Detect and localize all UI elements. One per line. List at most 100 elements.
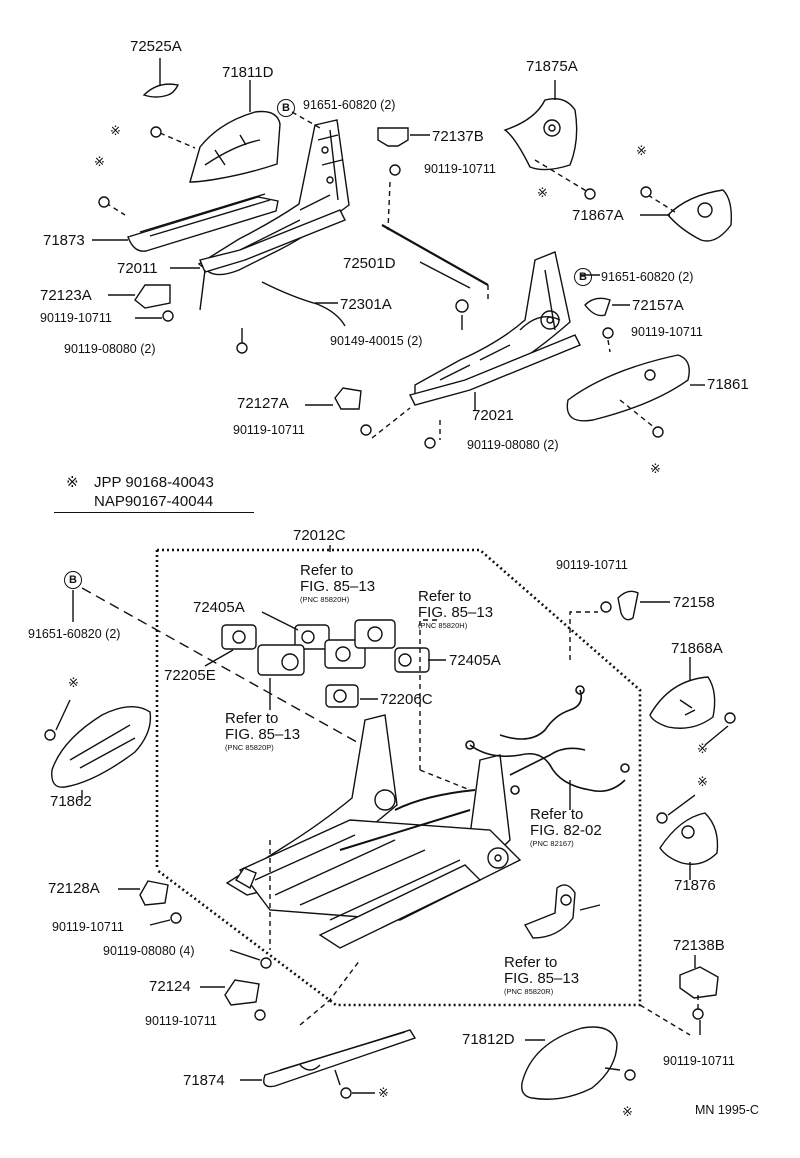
note-symbol: ※ (66, 474, 79, 491)
label-90119-10711-d: 90119-10711 (233, 423, 305, 437)
label-72158: 72158 (673, 594, 715, 611)
star-marker-5: ※ (650, 461, 661, 476)
refer-2-line1: Refer to (418, 588, 472, 605)
part-72158-shape (617, 590, 639, 621)
part-72501D-rod (381, 224, 489, 286)
part-71868A-shape (649, 676, 716, 729)
label-72128A: 72128A (48, 880, 100, 897)
label-91651-60820-right: 91651-60820 (2) (601, 270, 694, 284)
badge-b-right: B (574, 268, 592, 286)
label-72157A: 72157A (632, 297, 684, 314)
label-72127A: 72127A (237, 395, 289, 412)
refer-1-line1: Refer to (300, 562, 354, 579)
star-marker-3: ※ (537, 185, 548, 200)
label-90119-10711-a: 90119-10711 (424, 162, 496, 176)
part-71862-shape (51, 706, 152, 788)
star-marker-7: ※ (697, 741, 708, 756)
badge-b-left: B (64, 571, 82, 589)
label-90119-10711-h: 90119-10711 (663, 1054, 735, 1068)
label-90119-10711-f: 90119-10711 (52, 920, 124, 934)
label-90119-10711-b: 90119-10711 (40, 311, 112, 325)
note-line-nap: NAP90167-40044 (94, 493, 214, 510)
footer-code: MN 1995-C (695, 1103, 759, 1117)
motor-refer-2 (354, 619, 396, 649)
label-72525A: 72525A (130, 38, 182, 55)
label-90149-40015: 90149-40015 (2) (330, 334, 423, 348)
part-71874-shape (263, 1029, 417, 1088)
label-90119-08080-right: 90119-08080 (2) (467, 438, 559, 452)
refer-5-pnc: (PNC 85820R) (504, 987, 554, 996)
part-71812D-shape (521, 1026, 618, 1100)
label-72501D: 72501D (343, 255, 396, 272)
motor-refer-3 (257, 644, 305, 676)
label-71811D: 71811D (222, 64, 274, 81)
label-72011: 72011 (117, 260, 158, 277)
label-71862: 71862 (50, 793, 92, 810)
motor-refer-1 (324, 639, 366, 669)
refer-block-3: Refer to FIG. 85–13 (PNC 85820P) (225, 710, 300, 753)
refer-block-4: Refer to FIG. 82-02 (PNC 82167) (530, 806, 602, 849)
label-90119-10711-c: 90119-10711 (631, 325, 703, 339)
label-71861: 71861 (707, 376, 749, 393)
star-marker-4: ※ (636, 143, 647, 158)
label-72405A-left: 72405A (193, 599, 245, 616)
label-71867A: 71867A (572, 207, 624, 224)
assembly-72012C-boundary (155, 548, 642, 1007)
label-72138B: 72138B (673, 937, 725, 954)
label-90119-08080-4: 90119-08080 (4) (103, 944, 195, 958)
label-71868A: 71868A (671, 640, 723, 657)
motor-72405A-left (294, 624, 330, 650)
star-marker-1: ※ (110, 123, 121, 138)
label-71876: 71876 (674, 877, 716, 894)
label-90119-08080-left: 90119-08080 (2) (64, 342, 156, 356)
part-71861-shape (566, 354, 690, 422)
label-72021: 72021 (472, 407, 514, 424)
refer-1-line2: FIG. 85–13 (300, 578, 376, 595)
label-71873: 71873 (43, 232, 85, 249)
refer-5-line1: Refer to (504, 954, 558, 971)
part-72301A-wire (261, 281, 346, 327)
part-72138B-shape (679, 966, 719, 999)
part-71875A-shape (503, 98, 578, 171)
refer-4-pnc: (PNC 82167) (530, 839, 574, 848)
star-marker-9: ※ (378, 1085, 389, 1100)
refer-1-pnc: (PNC 85820H) (300, 595, 350, 604)
refer-4-line1: Refer to (530, 806, 584, 823)
label-90119-10711-g: 90119-10711 (145, 1014, 217, 1028)
label-91651-60820-left: 91651-60820 (2) (28, 627, 121, 641)
part-71873-shape (127, 196, 279, 252)
seat-frame-72012C (225, 714, 522, 949)
star-marker-8: ※ (697, 774, 708, 789)
refer-3-line1: Refer to (225, 710, 279, 727)
part-72137B-shape (377, 127, 409, 147)
label-71812D: 71812D (462, 1031, 515, 1048)
label-71875A: 71875A (526, 58, 578, 75)
label-72206C: 72206C (380, 691, 433, 708)
motor-72206C (325, 684, 359, 708)
motor-72205E (221, 624, 257, 650)
part-72127A-shape (334, 387, 362, 410)
refer-2-pnc: (PNC 85820H) (418, 621, 468, 630)
wire-harness (465, 685, 630, 795)
label-72124: 72124 (149, 978, 191, 995)
part-72157A-shape (584, 297, 611, 317)
part-72525A-shape (142, 83, 180, 98)
part-72124-shape (224, 979, 260, 1006)
part-72123A-shape (134, 284, 171, 309)
part-72128A-shape (139, 880, 169, 906)
refer-5-line2: FIG. 85–13 (504, 970, 580, 987)
label-72405A-right: 72405A (449, 652, 501, 669)
part-refer-5-shape (523, 884, 576, 939)
refer-3-pnc: (PNC 85820P) (225, 743, 274, 752)
star-marker-2: ※ (94, 154, 105, 169)
part-71811D-shape (189, 110, 281, 183)
label-72123A: 72123A (40, 287, 92, 304)
label-90119-10711-e: 90119-10711 (556, 558, 628, 572)
refer-block-5: Refer to FIG. 85–13 (PNC 85820R) (504, 954, 580, 997)
star-marker-6: ※ (68, 675, 79, 690)
badge-b-top: B (277, 99, 295, 117)
label-91651-60820-top: 91651-60820 (2) (303, 98, 396, 112)
refer-block-1: Refer to FIG. 85–13 (PNC 85820H) (300, 562, 376, 605)
